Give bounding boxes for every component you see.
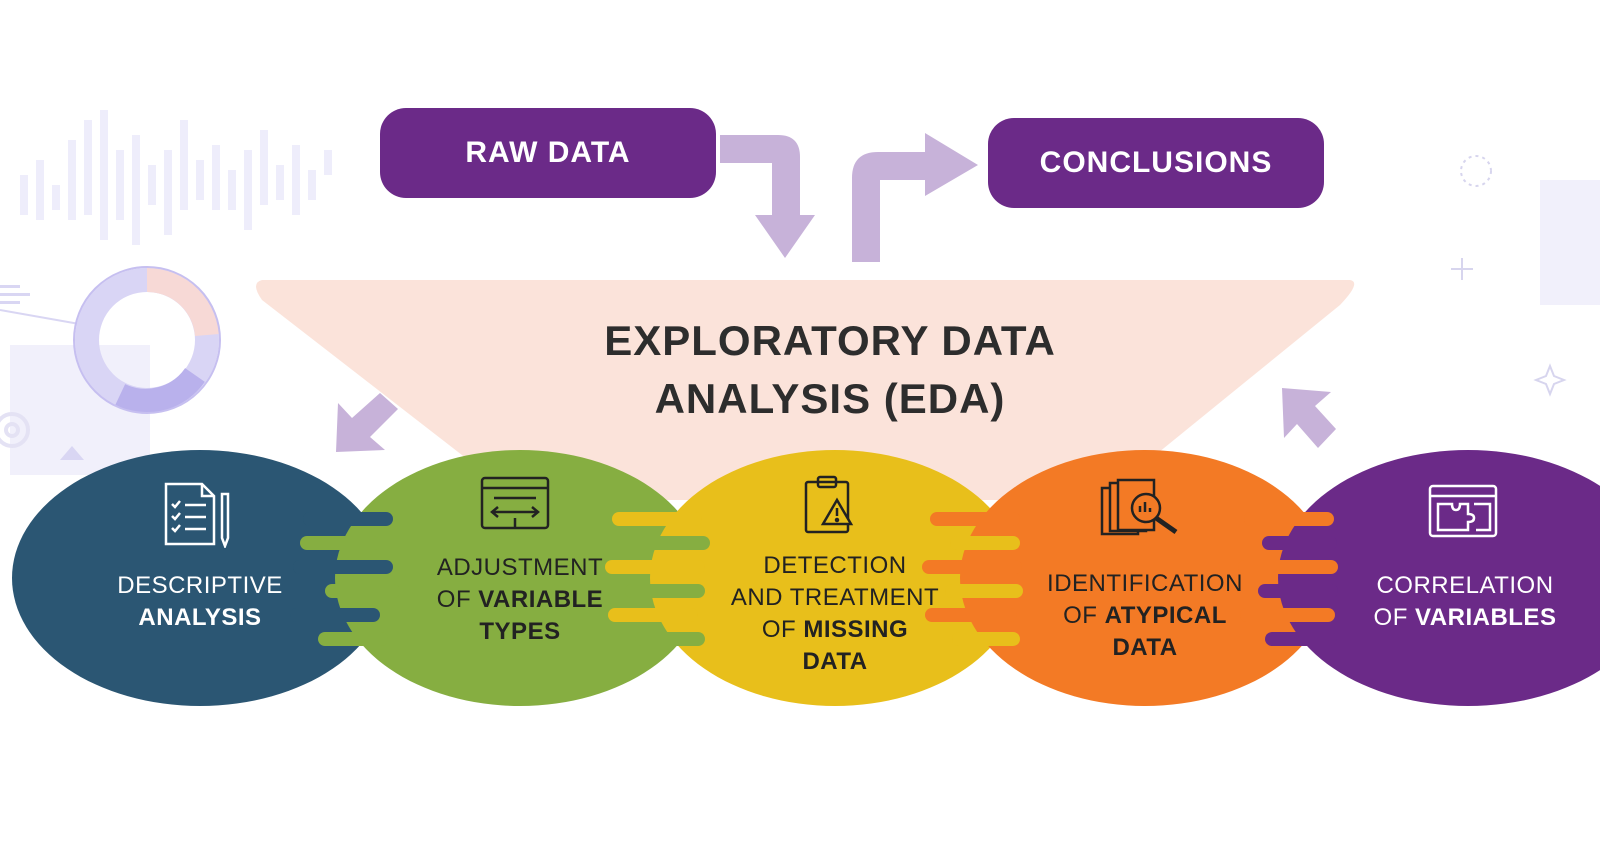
step-5-line-2: OF VARIABLES xyxy=(1373,604,1557,631)
step-2-line-2: OF VARIABLE xyxy=(436,586,604,613)
ellipse-descriptive-analysis xyxy=(12,450,388,706)
step-4-line-1: IDENTIFICATION xyxy=(1047,570,1243,597)
connector-green-yellow xyxy=(605,512,710,646)
ellipse-adjustment-variable-types xyxy=(335,450,705,706)
gear-icon xyxy=(0,412,30,448)
ellipse-missing-data xyxy=(650,450,1020,706)
eda-title-line-2: ANALYSIS (EDA) xyxy=(654,375,1006,422)
step-1-line-1: DESCRIPTIVE xyxy=(117,572,283,599)
checklist-document-icon xyxy=(164,482,230,548)
step-2-line-1: ADJUSTMENT xyxy=(436,554,604,581)
step-atypical-data-label: IDENTIFICATION OF ATYPICAL DATA xyxy=(1020,568,1270,664)
donut-chart-decoration xyxy=(73,266,221,414)
step-3-line-3: OF MISSING xyxy=(761,616,909,643)
step-4-line-3: DATA xyxy=(1112,634,1178,661)
step-3-line-2: AND TREATMENT xyxy=(730,584,940,611)
step-descriptive-analysis-label: DESCRIPTIVE ANALYSIS xyxy=(80,570,320,634)
step-1-line-2: ANALYSIS xyxy=(138,604,262,631)
step-correlation-variables-label: CORRELATION OF VARIABLES xyxy=(1350,570,1580,634)
raw-data-box: RAW DATA xyxy=(380,108,716,198)
puzzle-window-icon xyxy=(1428,484,1498,538)
step-3-line-4: DATA xyxy=(802,648,868,675)
step-adjustment-variable-types-label: ADJUSTMENT OF VARIABLE TYPES xyxy=(400,552,640,648)
triangle-decoration xyxy=(60,446,84,460)
eda-title-line-1: EXPLORATORY DATA xyxy=(604,317,1056,364)
ellipse-correlation-variables xyxy=(1278,450,1600,706)
conclusions-label: CONCLUSIONS xyxy=(1039,146,1273,179)
conclusions-box: CONCLUSIONS xyxy=(988,118,1324,208)
arrow-eda-to-descriptive xyxy=(336,393,398,452)
eda-funnel xyxy=(256,280,1355,500)
background-decoration-right xyxy=(1451,155,1600,397)
step-missing-data-label: DETECTION AND TREATMENT OF MISSING DATA xyxy=(710,550,960,678)
adjustment-window-icon xyxy=(480,476,550,530)
arrow-raw-to-eda xyxy=(720,135,815,258)
raw-data-label: RAW DATA xyxy=(465,136,631,169)
step-5-line-1: CORRELATION xyxy=(1376,572,1554,599)
connector-orange-violet xyxy=(1238,512,1338,646)
eda-title: EXPLORATORY DATA ANALYSIS (EDA) xyxy=(480,312,1180,428)
connector-teal-green xyxy=(290,512,400,646)
step-4-line-2: OF ATYPICAL xyxy=(1063,602,1227,629)
connector-yellow-orange xyxy=(922,512,1023,646)
arrow-correlation-to-eda xyxy=(1282,388,1336,448)
clipboard-warning-icon xyxy=(804,475,854,534)
ellipse-atypical-data xyxy=(960,450,1330,706)
step-3-line-1: DETECTION xyxy=(763,552,907,579)
arrow-eda-to-conclusions xyxy=(852,133,978,262)
document-magnifier-icon xyxy=(1100,478,1178,536)
step-2-line-3: TYPES xyxy=(479,618,561,645)
